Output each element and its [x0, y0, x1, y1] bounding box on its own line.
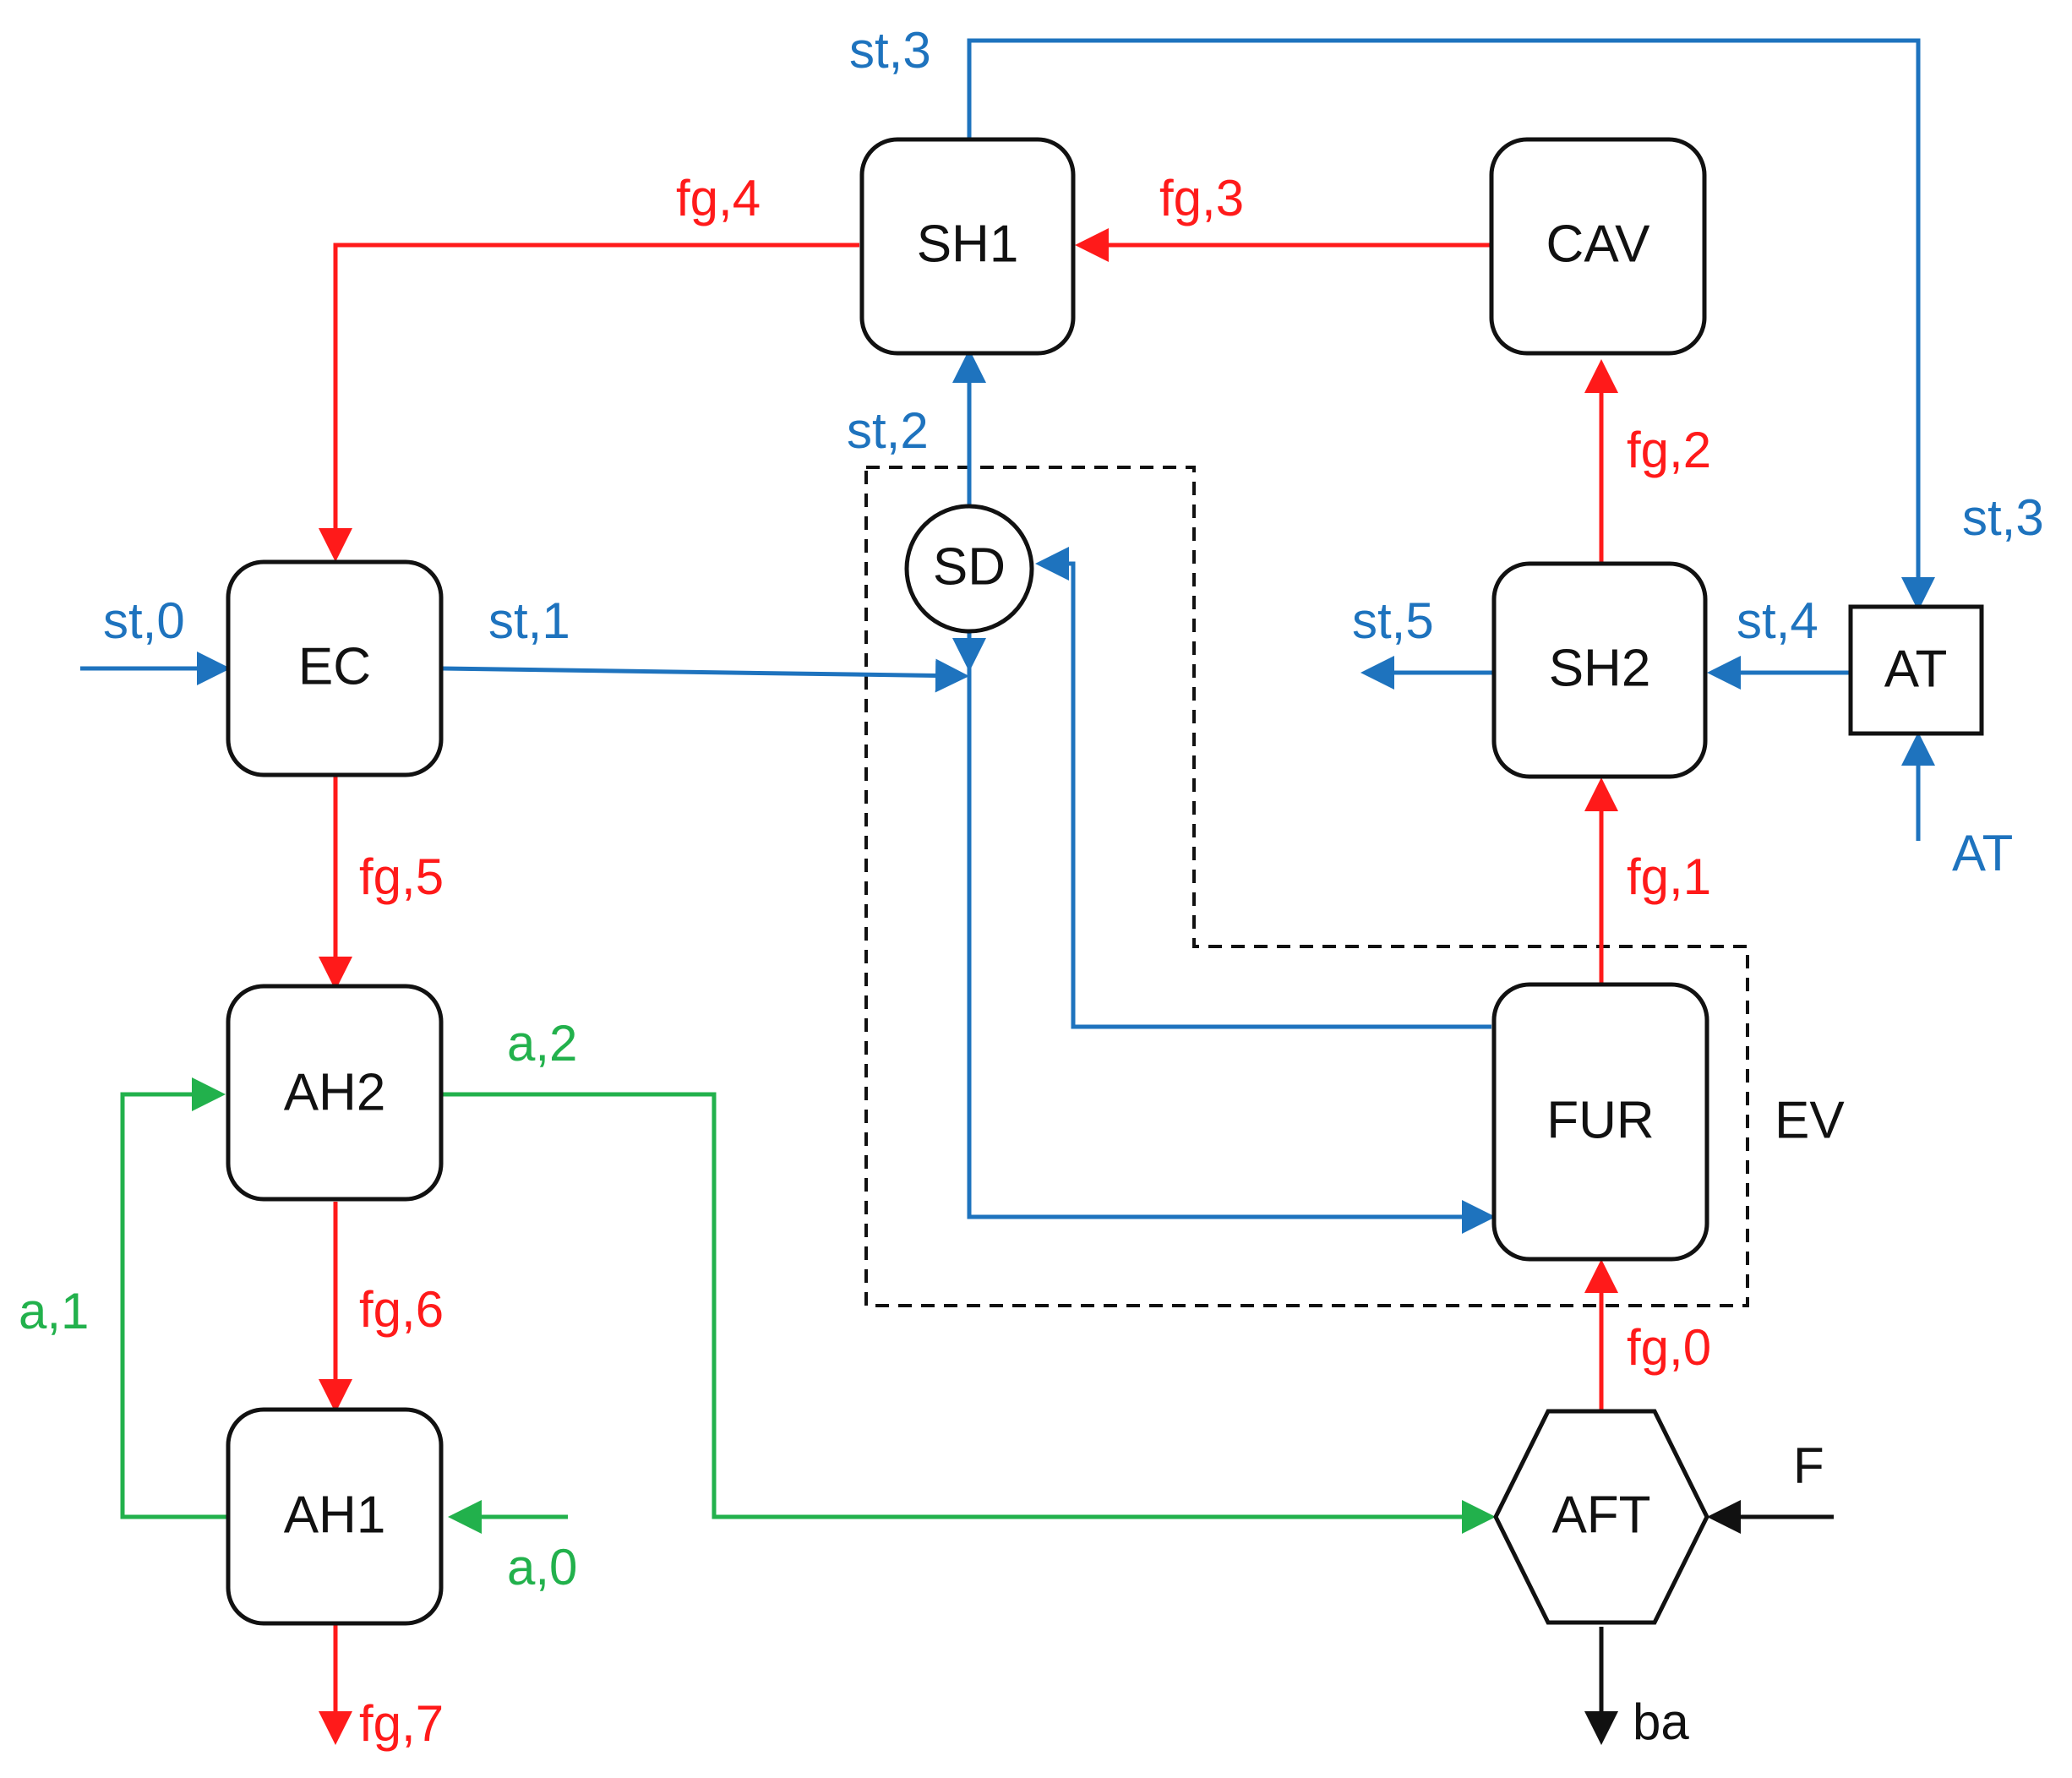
node-aft: AFT: [1493, 1409, 1709, 1625]
label-fg5: fg,5: [359, 848, 444, 905]
node-ah2-label: AH2: [284, 1063, 386, 1121]
label-fuel: F: [1793, 1437, 1824, 1494]
node-sd-label: SD: [933, 537, 1006, 596]
label-st1: st,1: [488, 592, 570, 649]
label-fg0: fg,0: [1627, 1319, 1711, 1376]
node-sh2-label: SH2: [1549, 639, 1651, 697]
label-fg1: fg,1: [1627, 848, 1711, 905]
node-ah1: AH1: [226, 1407, 444, 1626]
label-fg2: fg,2: [1627, 422, 1711, 478]
node-ah2: AH2: [226, 984, 444, 1202]
label-st3-top: st,3: [849, 22, 931, 79]
node-ec: EC: [226, 559, 444, 777]
label-fg4: fg,4: [676, 170, 761, 226]
node-sd: SD: [904, 504, 1034, 634]
node-sh2: SH2: [1491, 561, 1708, 779]
label-st2: st,2: [847, 402, 929, 459]
label-st3-right: st,3: [1962, 489, 2044, 546]
label-st4: st,4: [1737, 592, 1818, 649]
flue-gas-lines: [319, 228, 1618, 1745]
evaporator-boundary: [864, 466, 1749, 1307]
a2-line: [442, 1092, 1496, 1534]
node-ah1-label: AH1: [284, 1486, 386, 1544]
node-at-label: AT: [1884, 640, 1948, 698]
label-a1: a,1: [19, 1283, 89, 1339]
label-st5: st,5: [1352, 592, 1434, 649]
evaporator-label: EV: [1775, 1091, 1845, 1149]
label-st0: st,0: [103, 592, 185, 649]
node-fur-label: FUR: [1546, 1091, 1654, 1149]
label-fg6: fg,6: [359, 1281, 444, 1338]
label-bottom-ash: ba: [1633, 1693, 1689, 1750]
label-fg3: fg,3: [1159, 170, 1244, 226]
fuel-ash-lines: [1584, 1500, 1834, 1745]
fg4-line: [319, 243, 859, 562]
node-at: AT: [1848, 604, 1984, 736]
label-a2: a,2: [507, 1015, 577, 1072]
air-lines: [120, 1077, 1496, 1534]
steam-lines: [80, 38, 1935, 1234]
node-sh1-label: SH1: [917, 215, 1019, 273]
node-sh1: SH1: [859, 137, 1076, 356]
node-cav: CAV: [1489, 137, 1707, 356]
label-a0: a,0: [507, 1539, 577, 1595]
label-fg7: fg,7: [359, 1695, 444, 1752]
a1-line: [120, 1077, 228, 1519]
node-ec-label: EC: [298, 637, 371, 695]
st3-line-top: [967, 38, 1935, 611]
node-cav-label: CAV: [1546, 215, 1651, 273]
st1-line: [441, 658, 969, 693]
node-fur: FUR: [1491, 982, 1709, 1262]
label-at-input: AT: [1952, 825, 2013, 881]
node-aft-label: AFT: [1551, 1486, 1650, 1544]
riser-to-sd-line: [1035, 547, 1491, 1029]
downcomer-to-fur-line: [967, 668, 1496, 1234]
